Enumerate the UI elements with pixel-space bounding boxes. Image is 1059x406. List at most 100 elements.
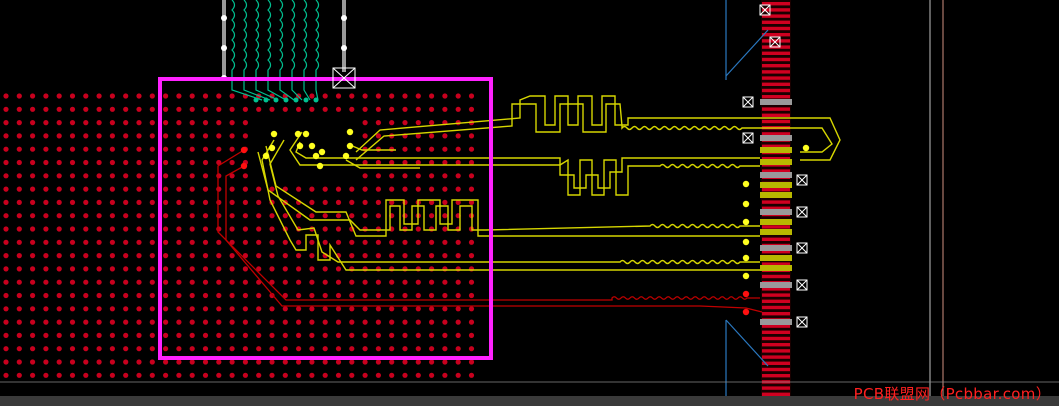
bga-pad <box>415 253 421 259</box>
red-trace <box>225 165 763 313</box>
bga-pad <box>468 93 475 99</box>
bga-pad <box>349 346 355 352</box>
bga-pad <box>309 279 315 285</box>
bga-pad <box>96 146 102 152</box>
bga-pad <box>375 346 381 352</box>
bga-pad <box>202 266 209 272</box>
bga-pad <box>189 213 195 219</box>
green-trace <box>279 0 295 101</box>
bga-pad <box>123 106 129 112</box>
bga-pad <box>149 226 155 232</box>
bga-pad <box>455 133 461 139</box>
bga-pad <box>83 226 89 232</box>
yellow-trace-group <box>257 95 841 271</box>
bga-pad <box>389 292 395 299</box>
bga-pad <box>335 292 342 299</box>
bga-pad <box>216 266 222 272</box>
bga-pad <box>16 306 22 312</box>
bga-pad <box>123 253 129 259</box>
bga-pad <box>16 292 22 299</box>
bga-pad <box>96 306 102 312</box>
bga-pad <box>375 146 381 152</box>
bga-pad <box>136 306 142 312</box>
bga-pad <box>389 253 395 259</box>
status-strip <box>0 396 1059 406</box>
bga-pad <box>415 159 421 166</box>
edge-marker-box <box>742 96 754 108</box>
edge-finger <box>762 330 790 334</box>
edge-finger <box>762 237 790 241</box>
bga-pad <box>269 213 275 219</box>
bga-pad <box>149 372 155 378</box>
bga-pad <box>123 120 129 126</box>
bga-pad <box>43 186 49 192</box>
bga-pad <box>29 133 36 139</box>
edge-finger <box>762 225 790 229</box>
bga-pad <box>389 306 395 312</box>
bga-pad <box>176 292 182 299</box>
bga-pad <box>229 133 235 139</box>
bga-pad <box>43 173 49 179</box>
bga-pad <box>242 346 248 352</box>
edge-marker-box <box>759 4 771 16</box>
bga-pad <box>335 226 342 232</box>
bga-pad <box>83 279 89 285</box>
bga-pad <box>43 279 49 285</box>
bga-pad <box>296 372 302 378</box>
bga-pad <box>3 226 9 232</box>
bga-pad <box>202 146 209 152</box>
bga-pad <box>362 159 368 166</box>
bga-pad <box>3 372 9 378</box>
bga-pad <box>56 93 62 99</box>
bga-pad <box>468 279 475 285</box>
bga-pad <box>29 199 36 205</box>
bga-pad <box>375 253 381 259</box>
bga-pad <box>429 173 435 179</box>
edge-pad-yellow <box>760 182 792 188</box>
bga-pad <box>163 346 169 352</box>
bga-pad <box>442 346 448 352</box>
bga-pad <box>242 239 248 245</box>
bga-pad <box>389 279 395 285</box>
selection-rectangle[interactable] <box>158 77 493 360</box>
bga-pad <box>309 213 315 219</box>
bga-pad <box>362 199 368 205</box>
bga-pad <box>136 279 142 285</box>
edge-finger <box>762 262 790 266</box>
bga-pad <box>375 93 381 99</box>
bga-pad <box>429 266 435 272</box>
bga-pad <box>83 319 89 325</box>
bga-pad <box>296 359 302 365</box>
bga-pad <box>29 359 36 365</box>
bga-pad <box>269 253 275 259</box>
bga-pad <box>56 120 62 126</box>
bga-pad <box>349 186 355 192</box>
bga-pad <box>16 173 22 179</box>
bga-pad <box>163 173 169 179</box>
bga-pad <box>256 186 262 192</box>
bga-pad <box>216 346 222 352</box>
bga-pad <box>136 120 142 126</box>
bga-pad <box>56 239 62 245</box>
bga-pad <box>402 279 408 285</box>
bga-pad <box>389 186 395 192</box>
bga-pad <box>322 279 328 285</box>
bga-pad <box>96 199 102 205</box>
bga-pad <box>16 226 22 232</box>
bga-pad <box>415 146 421 152</box>
bga-pad <box>375 199 381 205</box>
bga-pad <box>69 253 76 259</box>
bga-pad <box>69 173 76 179</box>
bga-pad <box>149 279 155 285</box>
bga-pad <box>96 120 102 126</box>
bga-pad <box>69 120 76 126</box>
net-marker-box[interactable] <box>332 67 356 89</box>
bga-pad <box>3 120 9 126</box>
bga-pad <box>216 146 222 152</box>
bga-pad <box>29 306 36 312</box>
bga-pad <box>83 173 89 179</box>
bga-pad <box>83 253 89 259</box>
bga-pad <box>202 199 209 205</box>
bga-pad <box>402 146 408 152</box>
